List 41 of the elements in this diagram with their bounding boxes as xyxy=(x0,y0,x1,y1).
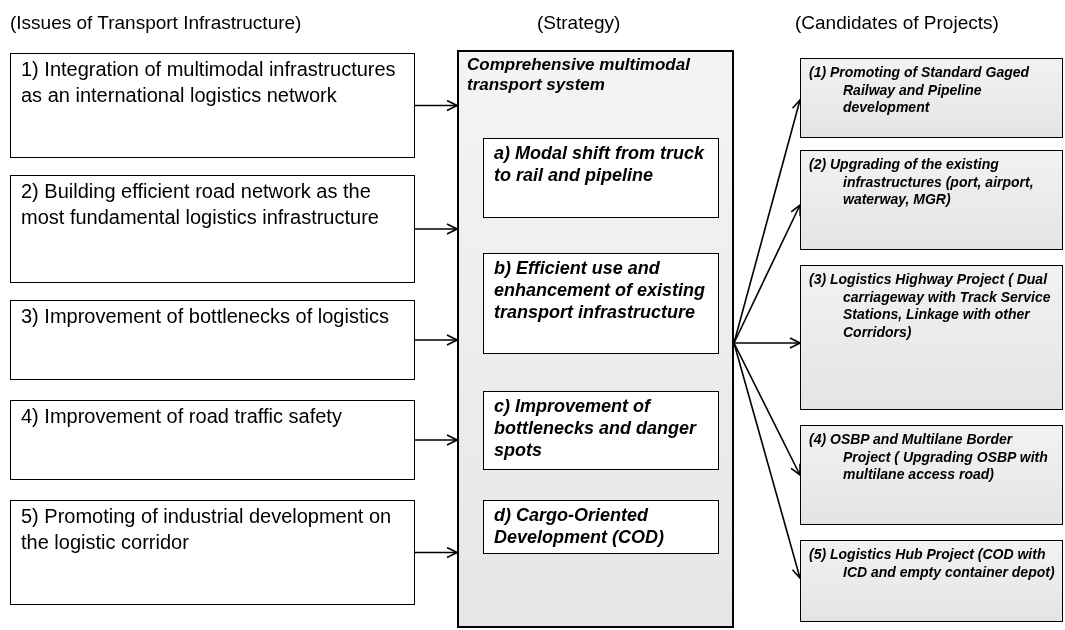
column-heading: (Candidates of Projects) xyxy=(795,12,999,34)
issue-box xyxy=(10,175,415,283)
box-text: (4) OSBP and Multilane Border Project ( Upgrading OSBP with multilane access road) xyxy=(808,430,1049,484)
box-text: 5) Promoting of industrial development on the logistic corridor xyxy=(20,504,393,555)
box-text: (2) Upgrading of the existing infrastructures (port, airport, waterway, MGR) xyxy=(808,155,1035,209)
arrow xyxy=(733,342,801,476)
arrow xyxy=(414,334,458,346)
arrow xyxy=(414,546,458,559)
project-box xyxy=(800,540,1063,622)
strategy-box xyxy=(457,50,734,628)
box-text: (3) Logistics Highway Project ( Dual carriageway with Track Service Stations, Linkage with other Corridors) xyxy=(808,270,1052,342)
arrow xyxy=(733,204,801,344)
box-text: 2) Building efficient road network as the most fundamental logistics infrastructure xyxy=(20,179,380,230)
issue-box xyxy=(10,400,415,480)
project-box xyxy=(800,150,1063,250)
box-text: 1) Integration of multimodal infrastructures as an international logistics network xyxy=(20,57,397,108)
issue-box xyxy=(10,500,415,605)
project-box xyxy=(800,265,1063,410)
arrow xyxy=(414,434,458,446)
box-text: b) Efficient use and enhancement of existing transport infrastructure xyxy=(493,257,707,324)
strategy-item-box xyxy=(483,253,719,354)
issue-box xyxy=(10,53,415,158)
issue-box xyxy=(10,300,415,380)
box-text: 3) Improvement of bottlenecks of logistics xyxy=(20,304,390,329)
column-heading: (Strategy) xyxy=(537,12,621,34)
box-text: d) Cargo-Oriented Development (COD) xyxy=(493,504,665,549)
box-text: (1) Promoting of Standard Gaged Railway and Pipeline development xyxy=(808,63,1031,117)
strategy-item-box xyxy=(483,500,719,554)
column-heading: (Issues of Transport Infrastructure) xyxy=(10,12,302,34)
box-text: c) Improvement of bottlenecks and danger spots xyxy=(493,395,698,462)
project-box xyxy=(800,425,1063,525)
box-text: (5) Logistics Hub Project (COD with ICD and empty container depot) xyxy=(808,545,1056,582)
strategy-item-box xyxy=(483,391,719,470)
strategy-item-box xyxy=(483,138,719,218)
project-box xyxy=(800,58,1063,138)
arrow xyxy=(414,223,458,235)
arrow xyxy=(733,337,801,349)
box-text: a) Modal shift from truck to rail and pipeline xyxy=(493,142,706,187)
box-text: Comprehensive multimodal transport system xyxy=(466,54,692,96)
arrow xyxy=(414,99,458,112)
box-text: 4) Improvement of road traffic safety xyxy=(20,404,343,429)
